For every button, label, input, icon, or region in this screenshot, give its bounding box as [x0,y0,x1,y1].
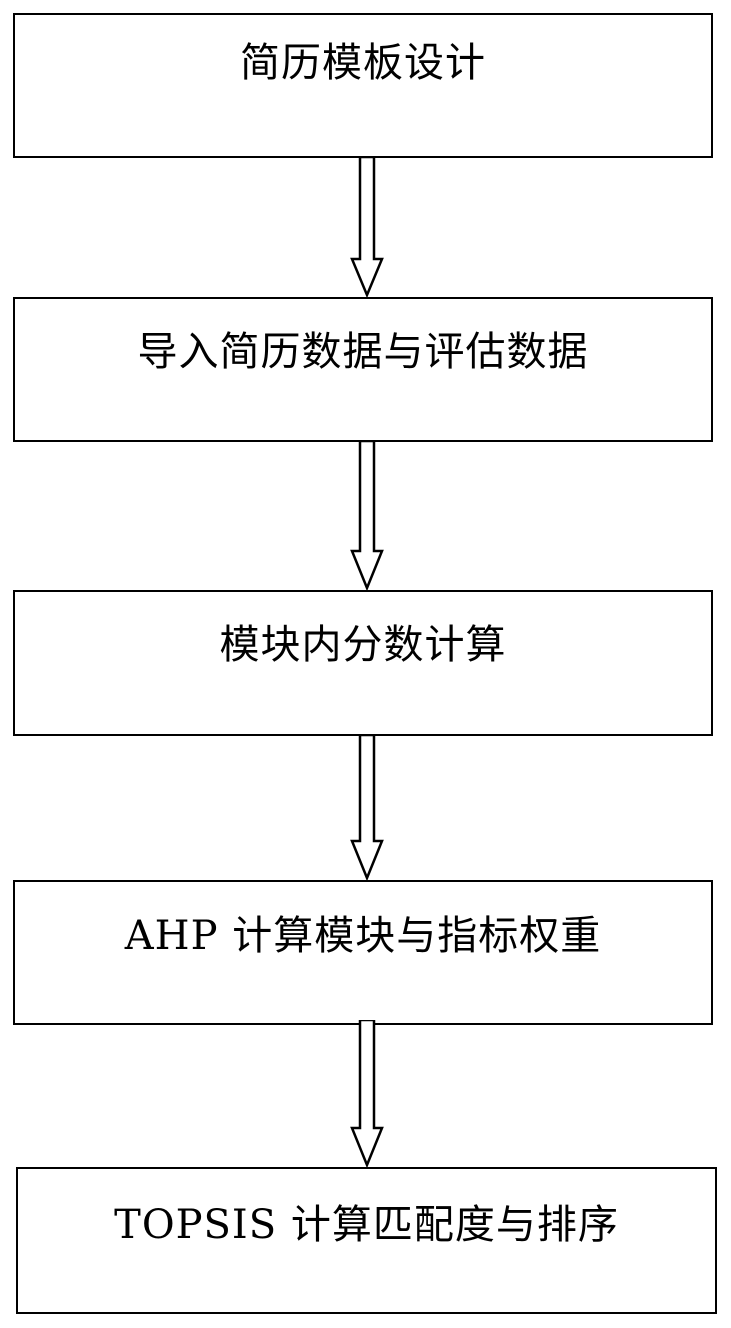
arrow-2-icon [350,441,384,591]
step-5-box: TOPSIS 计算匹配度与排序 [16,1167,717,1314]
arrow-4-icon [350,1020,384,1168]
step-5-label: TOPSIS 计算匹配度与排序 [114,1202,619,1248]
step-1-label: 简历模板设计 [240,40,486,86]
step-4-label: AHP 计算模块与指标权重 [124,913,602,959]
step-4-box: AHP 计算模块与指标权重 [13,880,713,1025]
step-2-label: 导入简历数据与评估数据 [137,329,589,375]
arrow-3-icon [350,735,384,881]
step-1-box: 简历模板设计 [13,13,713,158]
arrow-1-icon [350,157,384,297]
step-3-label: 模块内分数计算 [219,622,507,668]
step-3-box: 模块内分数计算 [13,590,713,736]
step-2-box: 导入简历数据与评估数据 [13,297,713,442]
